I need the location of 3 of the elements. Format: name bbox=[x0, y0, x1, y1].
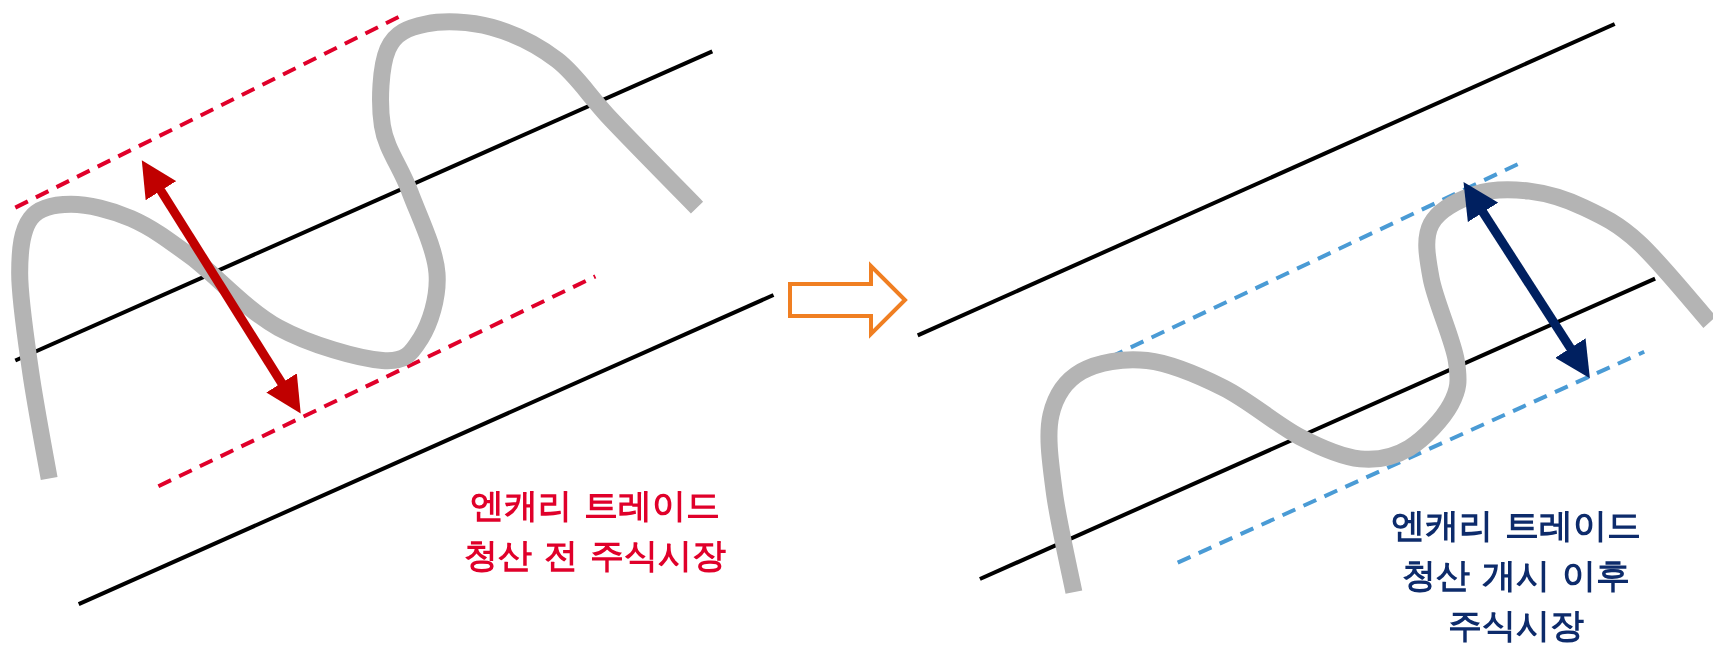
caption-text: 엔캐리 트레이드 청산 개시 이후 주식시장 bbox=[1390, 504, 1642, 647]
caption-text: 엔캐리 트레이드 청산 전 주식시장 bbox=[463, 484, 727, 577]
block-arrow bbox=[788, 261, 908, 339]
